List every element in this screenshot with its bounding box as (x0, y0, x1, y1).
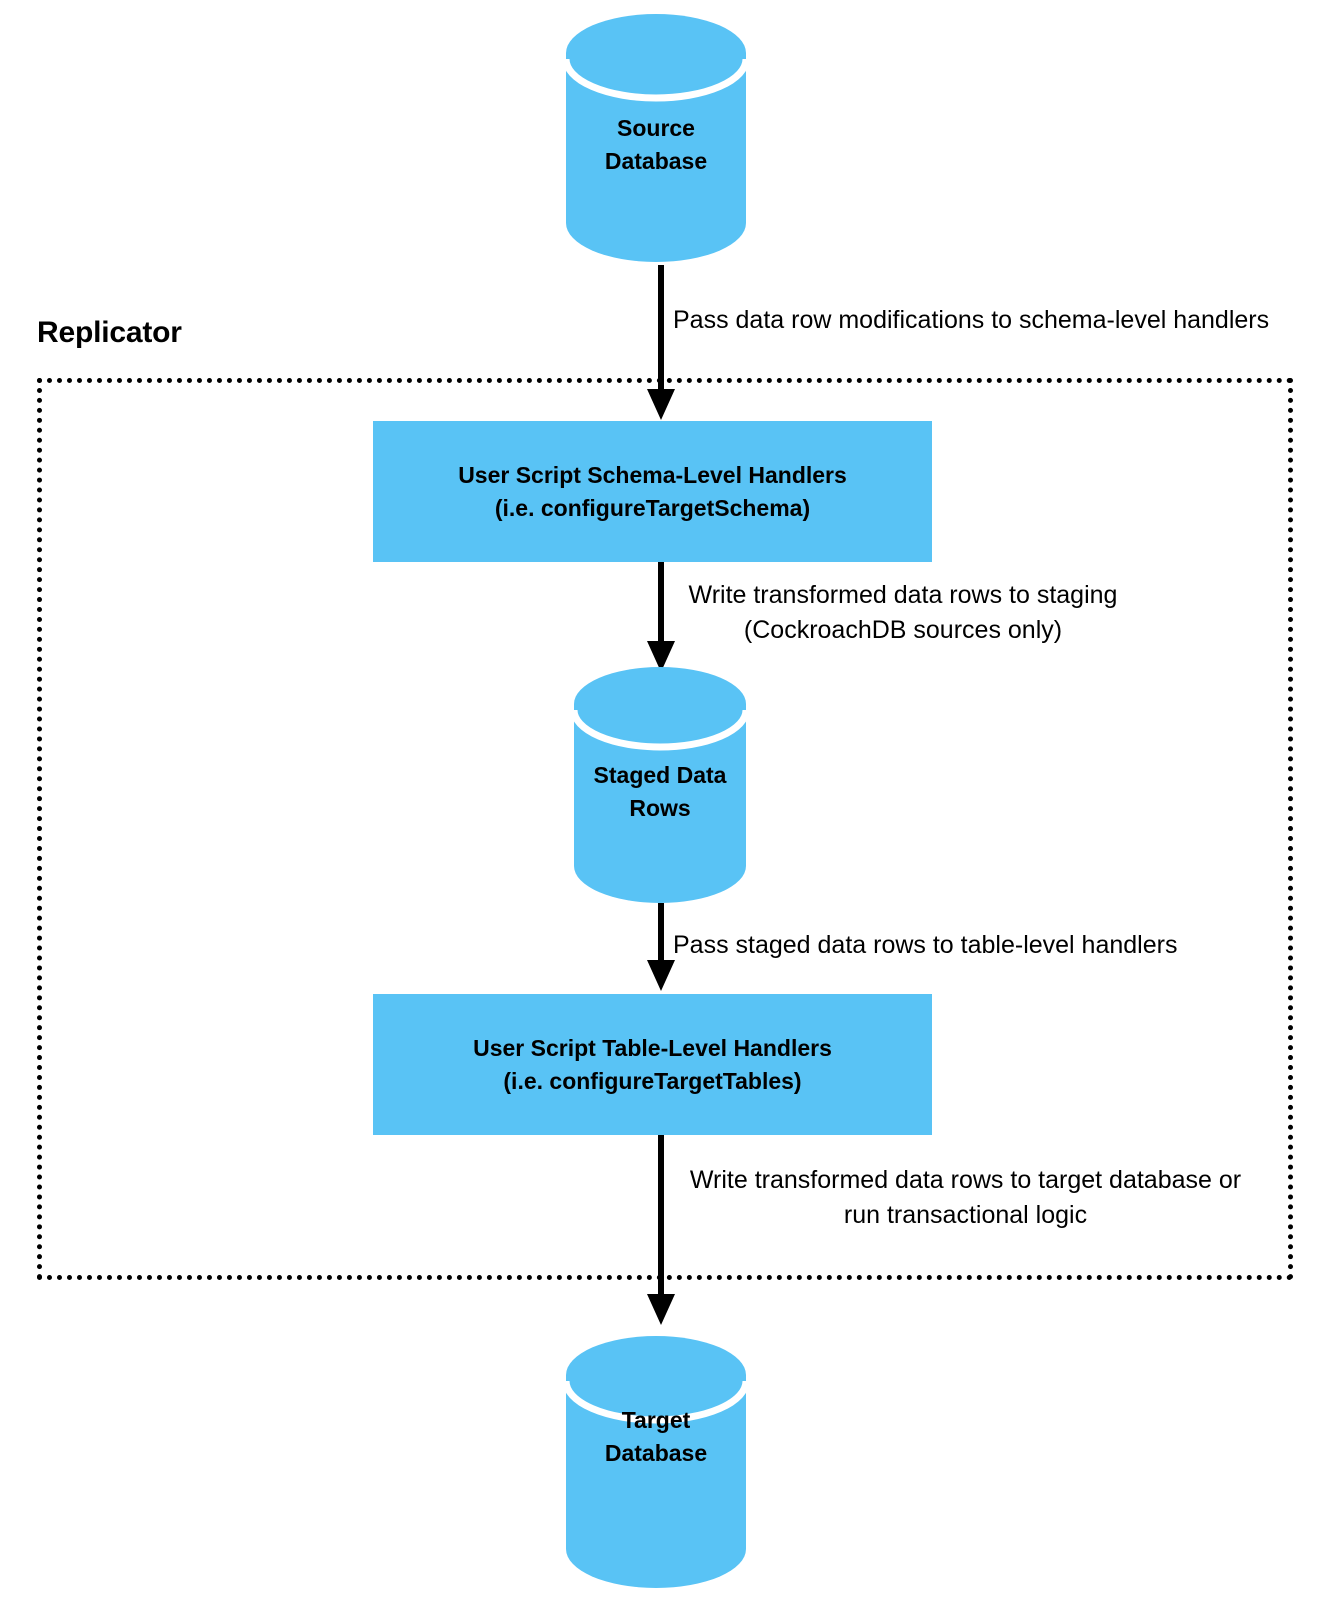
edge-label-staging-to-table-handlers: Pass staged data rows to table-level han… (673, 931, 1178, 959)
node-target-database[interactable]: Target Database (562, 1334, 750, 1590)
node-table-level-handlers[interactable]: User Script Table-Level Handlers (i.e. c… (373, 994, 932, 1135)
replicator-group-label: Replicator (37, 316, 182, 349)
replicator-boundary (37, 378, 1293, 1280)
arrow-source-to-schema-handlers (645, 265, 677, 420)
arrow-staging-to-table-handlers (645, 903, 677, 991)
node-staged-data-rows-label: Staged Data Rows (593, 762, 727, 821)
edge-label-schema-handlers-to-staging: Write transformed data rows to staging (… (688, 581, 1118, 644)
node-table-level-handlers-label: User Script Table-Level Handlers (i.e. c… (473, 1034, 832, 1094)
arrow-schema-handlers-to-staging (645, 562, 677, 672)
node-source-database-label: Source Database (604, 115, 708, 174)
node-schema-level-handlers-label: User Script Schema-Level Handlers (i.e. … (458, 461, 847, 521)
node-target-database-label: Target Database (604, 1407, 708, 1466)
node-staged-data-rows[interactable]: Staged Data Rows (570, 665, 750, 905)
arrow-table-handlers-to-target (645, 1135, 677, 1325)
edge-label-source-to-schema-handlers: Pass data row modifications to schema-le… (673, 306, 1270, 334)
edge-label-table-handlers-to-target: Write transformed data rows to target da… (689, 1166, 1242, 1229)
node-source-database[interactable]: Source Database (562, 12, 750, 264)
node-schema-level-handlers[interactable]: User Script Schema-Level Handlers (i.e. … (373, 421, 932, 562)
